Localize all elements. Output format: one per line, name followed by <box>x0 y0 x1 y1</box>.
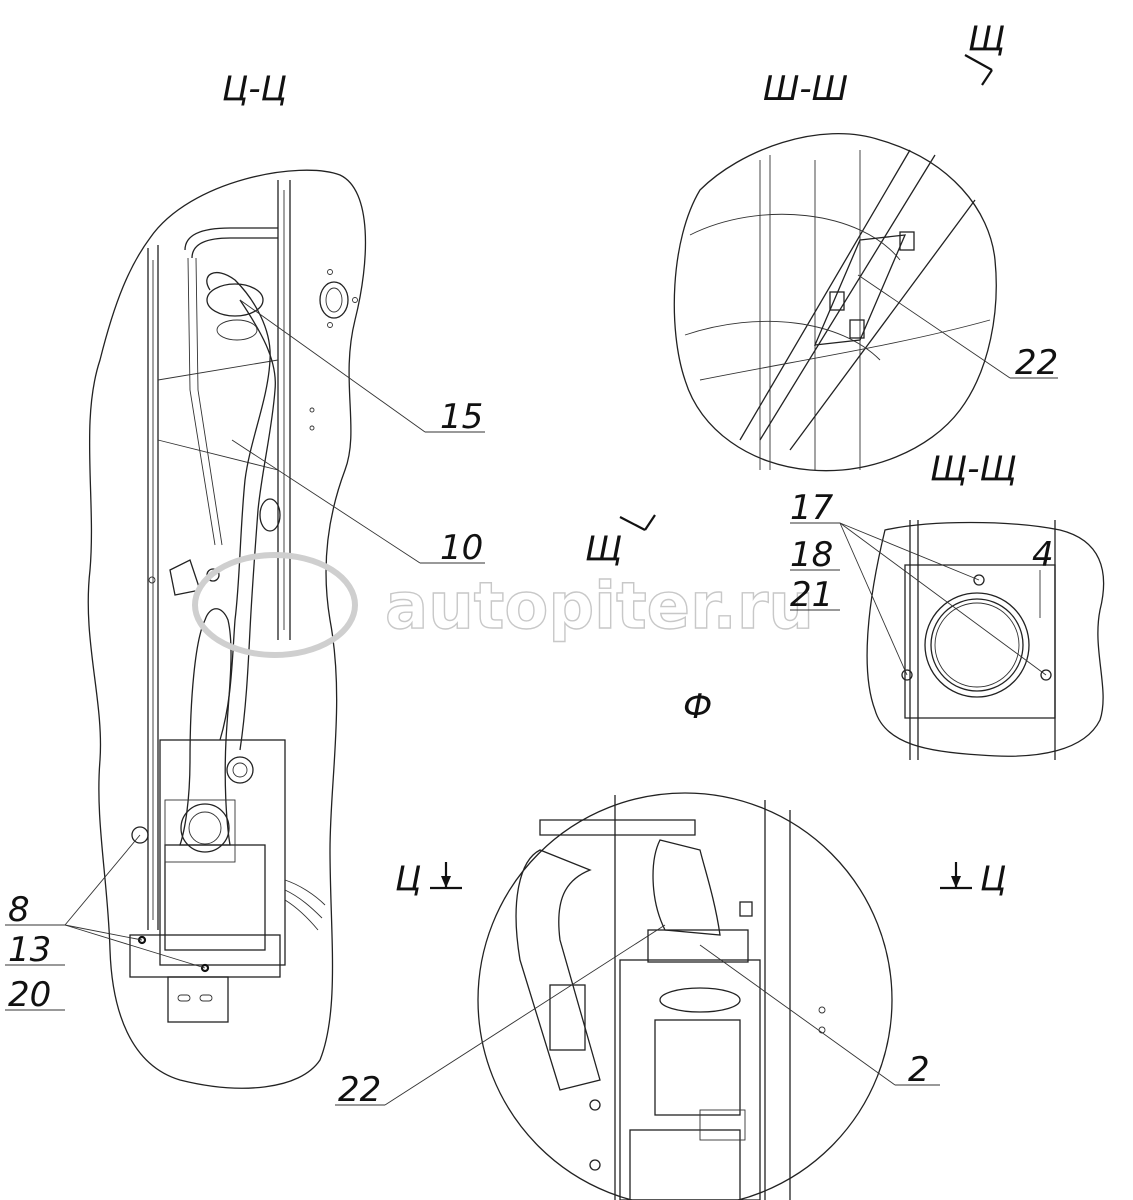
arrow-label-shch-mid: Щ <box>585 529 622 569</box>
view-label-f: Ф <box>683 687 712 727</box>
view-f <box>477 792 893 1200</box>
watermark-text: autopiter.ru <box>385 570 814 644</box>
callout-2: 2 <box>908 1050 930 1090</box>
arrow-label-ts-left: Ц <box>395 859 421 899</box>
view-shsh <box>673 133 997 472</box>
labels: Ц-Ц Ш-Ш Щ Щ-Щ Щ Ф Ц Ц 15 10 22 17 18 21 … <box>8 19 1058 1110</box>
view-label-tsts: Ц-Ц <box>222 69 287 109</box>
arrow-label-ts-right: Ц <box>980 859 1006 899</box>
callout-18: 18 <box>790 535 833 575</box>
callout-22-top: 22 <box>1015 343 1058 383</box>
section-arrows <box>430 54 993 890</box>
callout-10: 10 <box>440 528 483 568</box>
leader-lines <box>5 274 1058 1106</box>
view-shchshch <box>866 520 1105 760</box>
arrow-label-shch-top: Щ <box>968 19 1005 59</box>
callout-13: 13 <box>8 930 51 970</box>
view-label-shsh: Ш-Ш <box>763 69 848 109</box>
callout-17: 17 <box>790 488 834 528</box>
callout-22-bottom: 22 <box>338 1070 381 1110</box>
callout-21: 21 <box>790 575 833 615</box>
view-label-shchshch: Щ-Щ <box>930 449 1017 489</box>
view-tsts <box>87 169 367 1089</box>
watermark: autopiter.ru <box>192 552 815 658</box>
callout-20: 20 <box>8 975 51 1015</box>
callout-4: 4 <box>1032 535 1054 575</box>
callout-15: 15 <box>440 397 483 437</box>
callout-8: 8 <box>8 890 30 930</box>
